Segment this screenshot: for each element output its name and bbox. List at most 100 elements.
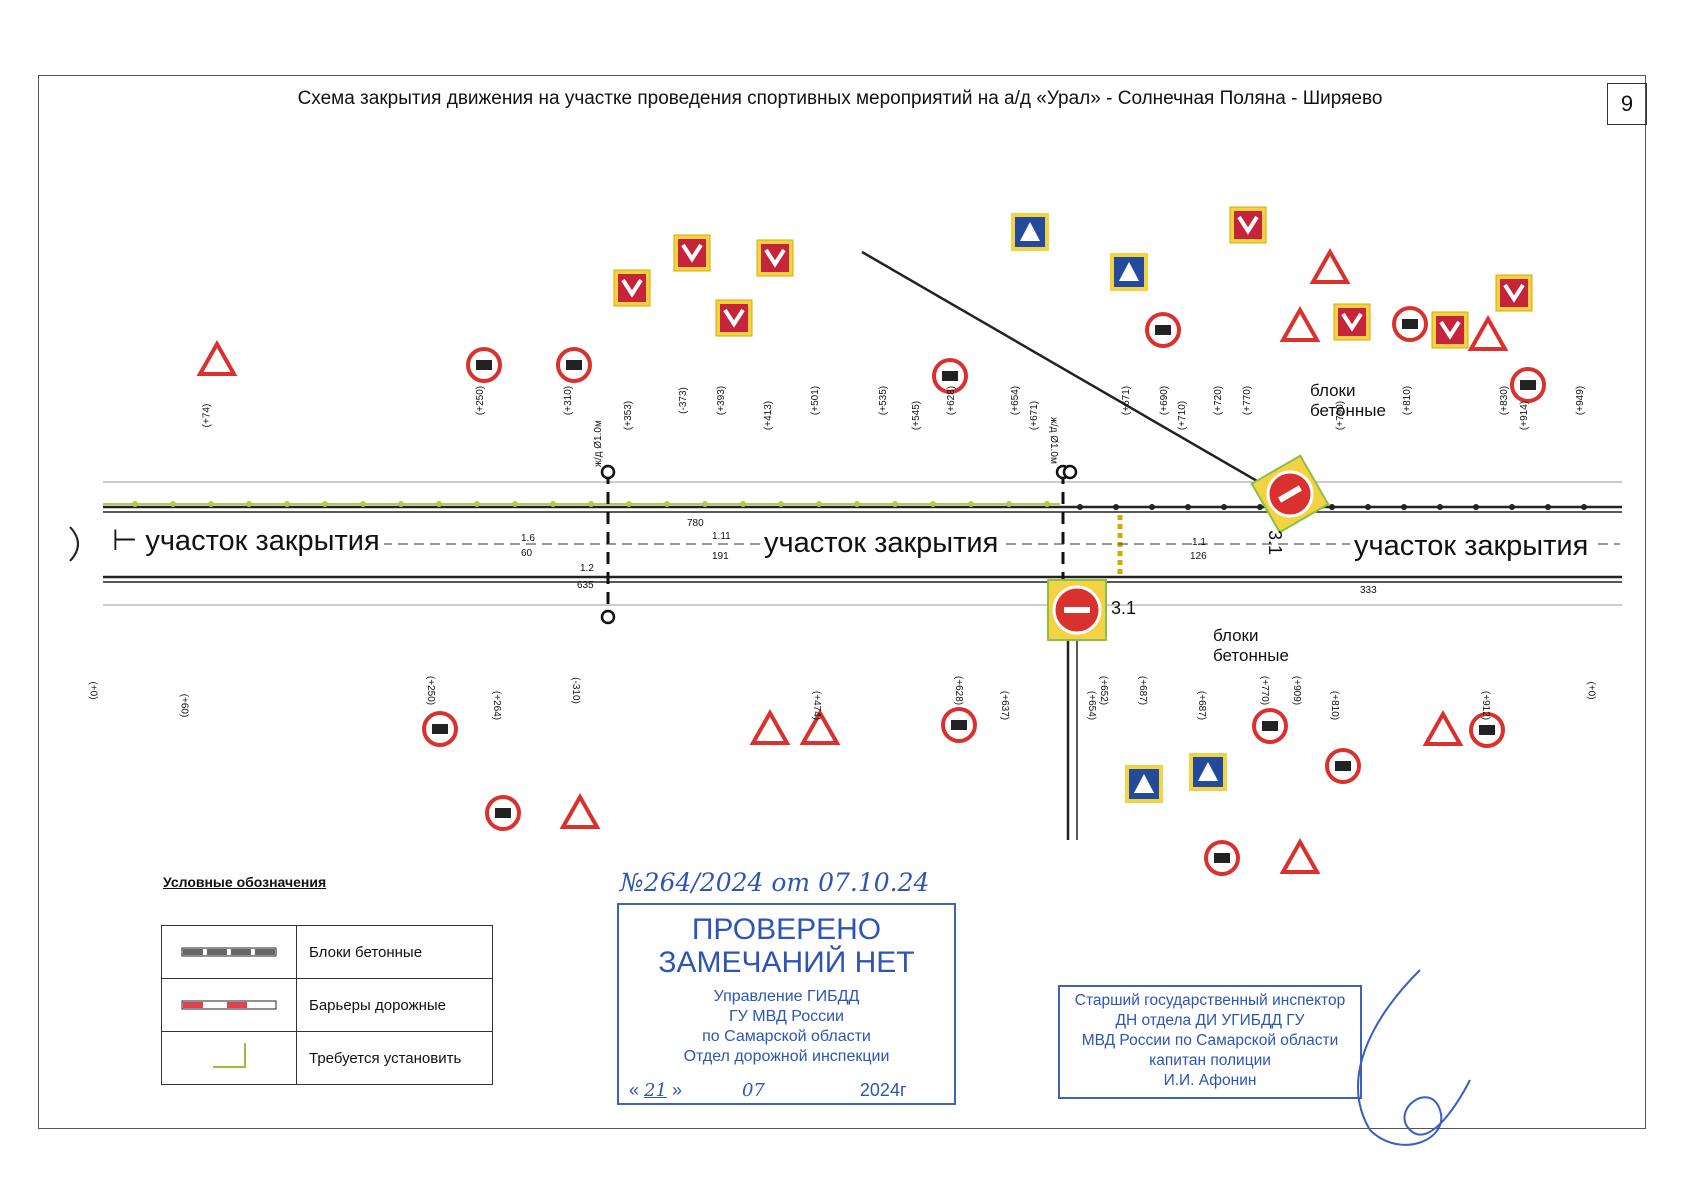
inspector-line: ДН отдела ДИ УГИБДД ГУ — [1115, 1012, 1305, 1029]
chevron-sign-icon — [1431, 311, 1469, 349]
no-entry-sign-top — [1250, 454, 1330, 534]
edge-marker — [588, 501, 594, 507]
station-label: (+810) — [1402, 385, 1414, 416]
edge-marker — [1044, 501, 1050, 507]
station-label: (+637) — [999, 690, 1011, 721]
station-label: (+652) — [1098, 675, 1110, 706]
legend-text: Требуется установить — [296, 1031, 493, 1085]
no-trucks-sign-icon — [422, 711, 458, 747]
date-quote: « — [629, 1080, 640, 1100]
road-number: 1.2 — [580, 563, 594, 574]
warning-sign-icon — [799, 708, 841, 745]
side-road — [861, 250, 1277, 494]
no-trucks-sign-icon — [941, 707, 977, 743]
station-label: (+264) — [491, 690, 503, 721]
station-label: (+413) — [763, 400, 775, 431]
edge-marker — [1365, 504, 1371, 510]
chevron-sign-icon — [756, 239, 794, 277]
edge-marker — [1509, 504, 1515, 510]
station-label: (+628) — [946, 385, 958, 416]
edge-marker — [1545, 504, 1551, 510]
legend-row: Требуется установить — [161, 1031, 493, 1085]
chevron-sign-icon — [673, 234, 711, 272]
no-trucks-sign-icon — [1392, 306, 1428, 342]
edge-marker — [892, 501, 898, 507]
edge-marker — [1006, 501, 1012, 507]
station-label: (+671) — [1121, 385, 1133, 416]
station-label: (+720) — [1213, 385, 1225, 416]
legend-row: Барьеры дорожные — [161, 978, 493, 1032]
legend-text: Барьеры дорожные — [296, 978, 493, 1032]
pedestrian-crossing-sign-icon — [1011, 213, 1049, 251]
edge-marker — [398, 501, 404, 507]
edge-markers — [132, 501, 1587, 510]
station-label: (+710) — [1177, 400, 1189, 431]
inspector-line: МВД России по Самарской области — [1081, 1032, 1339, 1049]
road-number: 60 — [521, 548, 533, 559]
pedestrian-crossing-sign-icon — [1125, 765, 1163, 803]
edge-marker — [1185, 504, 1191, 510]
edge-marker — [968, 501, 974, 507]
no-trucks-sign-icon — [932, 358, 968, 394]
stamp-org-line: Управление ГИБДД — [713, 988, 860, 1005]
chevron-sign-icon — [1495, 274, 1533, 312]
no-trucks-sign-icon — [1252, 708, 1288, 744]
legend-text: Блоки бетонные — [296, 925, 493, 979]
road-number: 126 — [1190, 551, 1207, 562]
date-year: 2024г — [859, 1080, 907, 1100]
station-label: (+60) — [178, 693, 190, 718]
zone-label: участок закрытия — [1350, 530, 1593, 563]
station-label: (+0) — [87, 681, 99, 700]
station-label: (+914) — [1519, 400, 1531, 431]
page-frame — [38, 75, 1646, 1129]
station-label: (+310) — [563, 385, 575, 416]
stamp-checked: ПРОВЕРЕНО — [691, 913, 882, 946]
inspector-stamp: Старший государственный инспектор ДН отд… — [1058, 985, 1362, 1099]
legend-symbol — [161, 925, 297, 979]
no-trucks-sign-icon — [485, 795, 521, 831]
stamp-org-line: Отдел дорожной инспекции — [683, 1048, 890, 1065]
approval-stamp: ПРОВЕРЕНО ЗАМЕЧАНИЙ НЕТ Управление ГИБДД… — [617, 903, 956, 1105]
legend-symbol — [161, 1031, 297, 1085]
station-label: (+393) — [716, 385, 728, 416]
edge-marker — [132, 501, 138, 507]
station-label: (+654) — [1010, 385, 1022, 416]
diagram-title: Схема закрытия движения на участке прове… — [297, 88, 1383, 109]
edge-marker — [246, 501, 252, 507]
pedestrian-crossing-sign-icon — [1110, 253, 1148, 291]
signature — [1357, 969, 1471, 1146]
pedestrian-crossing-sign-icon — [1189, 753, 1227, 791]
edge-marker — [778, 501, 784, 507]
warning-sign-icon — [1279, 837, 1321, 874]
no-trucks-sign-icon — [1204, 840, 1240, 876]
station-label: (+909) — [1291, 675, 1303, 706]
zone-label: участок закрытия — [760, 527, 1003, 560]
station-label: (+770) — [1259, 675, 1271, 706]
page-number: 9 — [1607, 83, 1647, 125]
edge-marker — [1257, 504, 1263, 510]
edge-marker — [816, 501, 822, 507]
no-entry-sign-bottom — [1047, 579, 1107, 641]
station-label: (+949) — [1575, 385, 1587, 416]
legend-row: Блоки бетонные — [161, 925, 493, 979]
edge-marker — [1077, 504, 1083, 510]
road-number: 635 — [577, 580, 594, 591]
concrete-blocks-icon — [181, 947, 277, 956]
edge-marker — [1149, 504, 1155, 510]
station-label: (+0) — [1585, 681, 1597, 700]
station-label: (+687) — [1137, 675, 1149, 706]
sign-3-1-top-label: 3.1 — [1265, 529, 1286, 556]
station-label: (+353) — [623, 400, 635, 431]
sign-3-1-label: 3.1 — [1111, 598, 1137, 618]
station-label: (+654) — [1086, 690, 1098, 721]
station-label: (-310) — [569, 677, 581, 704]
station-label: (+671) — [1029, 400, 1041, 431]
edge-marker — [474, 501, 480, 507]
edge-marker — [1329, 504, 1335, 510]
legend-title: Условные обозначения — [163, 874, 327, 890]
chevron-sign-icon — [1229, 206, 1267, 244]
stamp-org: Управление ГИБДД ГУ МВД России по Самарс… — [619, 987, 954, 1067]
warning-sign-icon — [1467, 314, 1509, 351]
rail-post — [600, 464, 616, 480]
zone-text: участок закрытия — [145, 525, 380, 557]
